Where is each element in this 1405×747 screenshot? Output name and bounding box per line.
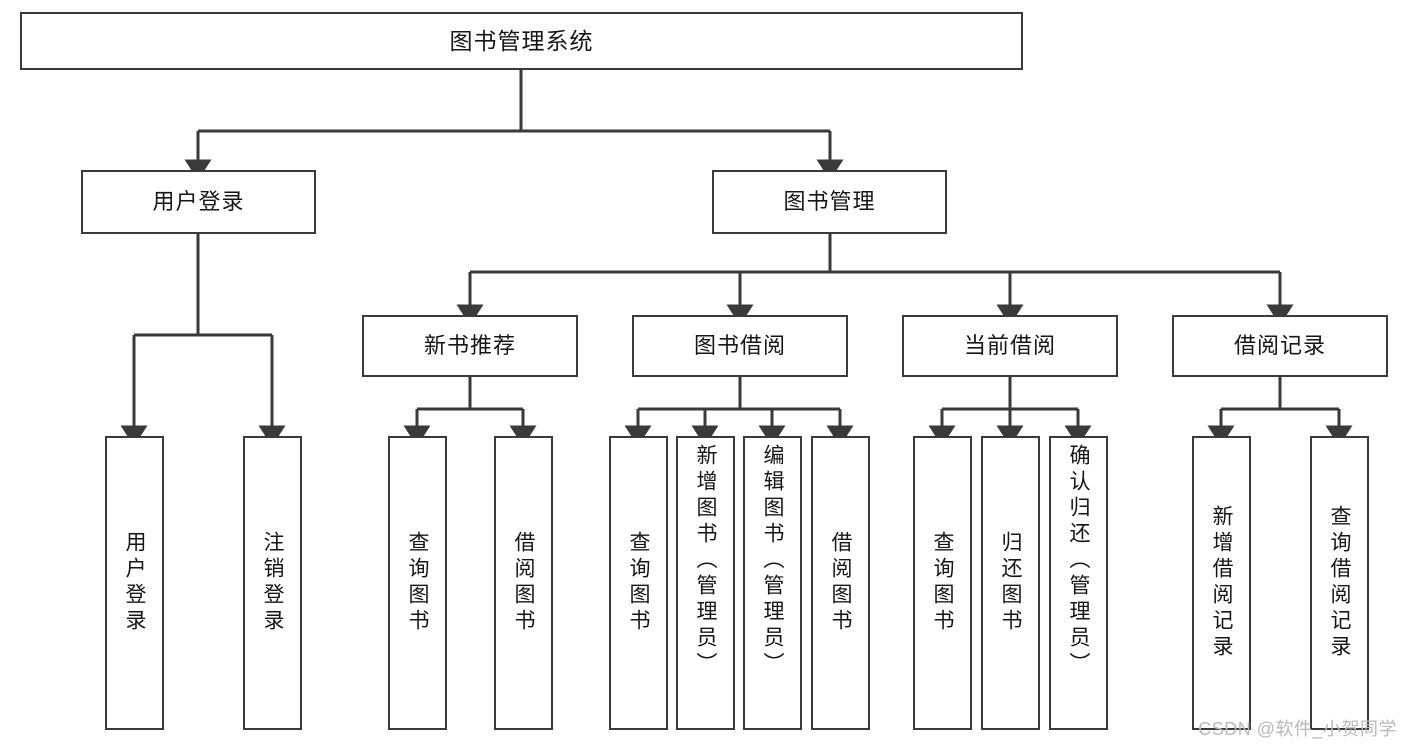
leaf-book-borrow-add-book-admin[interactable]: 新增图书（管理员） [676,436,735,730]
leaf-label: 编辑图书（管理员） [761,444,784,678]
leaf-label: 借阅图书 [512,531,535,635]
node-label: 用户登录 [152,189,245,215]
leaf-label: 确认归还（管理员） [1067,444,1090,678]
leaf-label: 用户登录 [123,531,146,635]
node-user-login[interactable]: 用户登录 [81,170,316,234]
leaf-label: 查询借阅记录 [1328,505,1351,661]
leaf-user-login-login[interactable]: 用户登录 [105,436,164,730]
leaf-current-borrow-query-book[interactable]: 查询图书 [913,436,972,730]
leaf-user-login-logout[interactable]: 注销登录 [243,436,302,730]
leaf-new-book-query-book[interactable]: 查询图书 [388,436,447,730]
node-label: 图书管理系统 [449,27,594,54]
leaf-current-borrow-return-book[interactable]: 归还图书 [981,436,1040,730]
node-label: 借阅记录 [1233,333,1326,359]
leaf-current-borrow-confirm-return-admin[interactable]: 确认归还（管理员） [1049,436,1108,730]
node-label: 当前借阅 [963,333,1056,359]
leaf-new-book-borrow-book[interactable]: 借阅图书 [494,436,553,730]
leaf-book-borrow-query-book[interactable]: 查询图书 [609,436,668,730]
leaf-label: 查询图书 [406,531,429,635]
leaf-book-borrow-borrow-book[interactable]: 借阅图书 [811,436,870,730]
node-root-book-management-system[interactable]: 图书管理系统 [20,12,1023,70]
leaf-book-borrow-edit-book-admin[interactable]: 编辑图书（管理员） [743,436,802,730]
leaf-label: 借阅图书 [829,531,852,635]
leaf-label: 新增图书（管理员） [694,444,717,678]
node-book-management[interactable]: 图书管理 [712,170,947,234]
leaf-label: 新增借阅记录 [1210,505,1233,661]
node-new-book-recommend[interactable]: 新书推荐 [362,315,578,377]
leaf-label: 归还图书 [999,531,1022,635]
node-current-borrow[interactable]: 当前借阅 [902,315,1118,377]
leaf-borrow-record-query-record[interactable]: 查询借阅记录 [1310,436,1369,730]
node-label: 图书管理 [783,189,876,215]
node-label: 新书推荐 [423,333,516,359]
csdn-watermark: CSDN @软件_小贺同学 [1198,719,1397,739]
leaf-label: 查询图书 [627,531,650,635]
node-borrow-record[interactable]: 借阅记录 [1172,315,1388,377]
leaf-borrow-record-add-record[interactable]: 新增借阅记录 [1192,436,1251,730]
leaf-label: 查询图书 [931,531,954,635]
node-book-borrow[interactable]: 图书借阅 [632,315,848,377]
node-label: 图书借阅 [693,333,786,359]
leaf-label: 注销登录 [261,531,284,635]
